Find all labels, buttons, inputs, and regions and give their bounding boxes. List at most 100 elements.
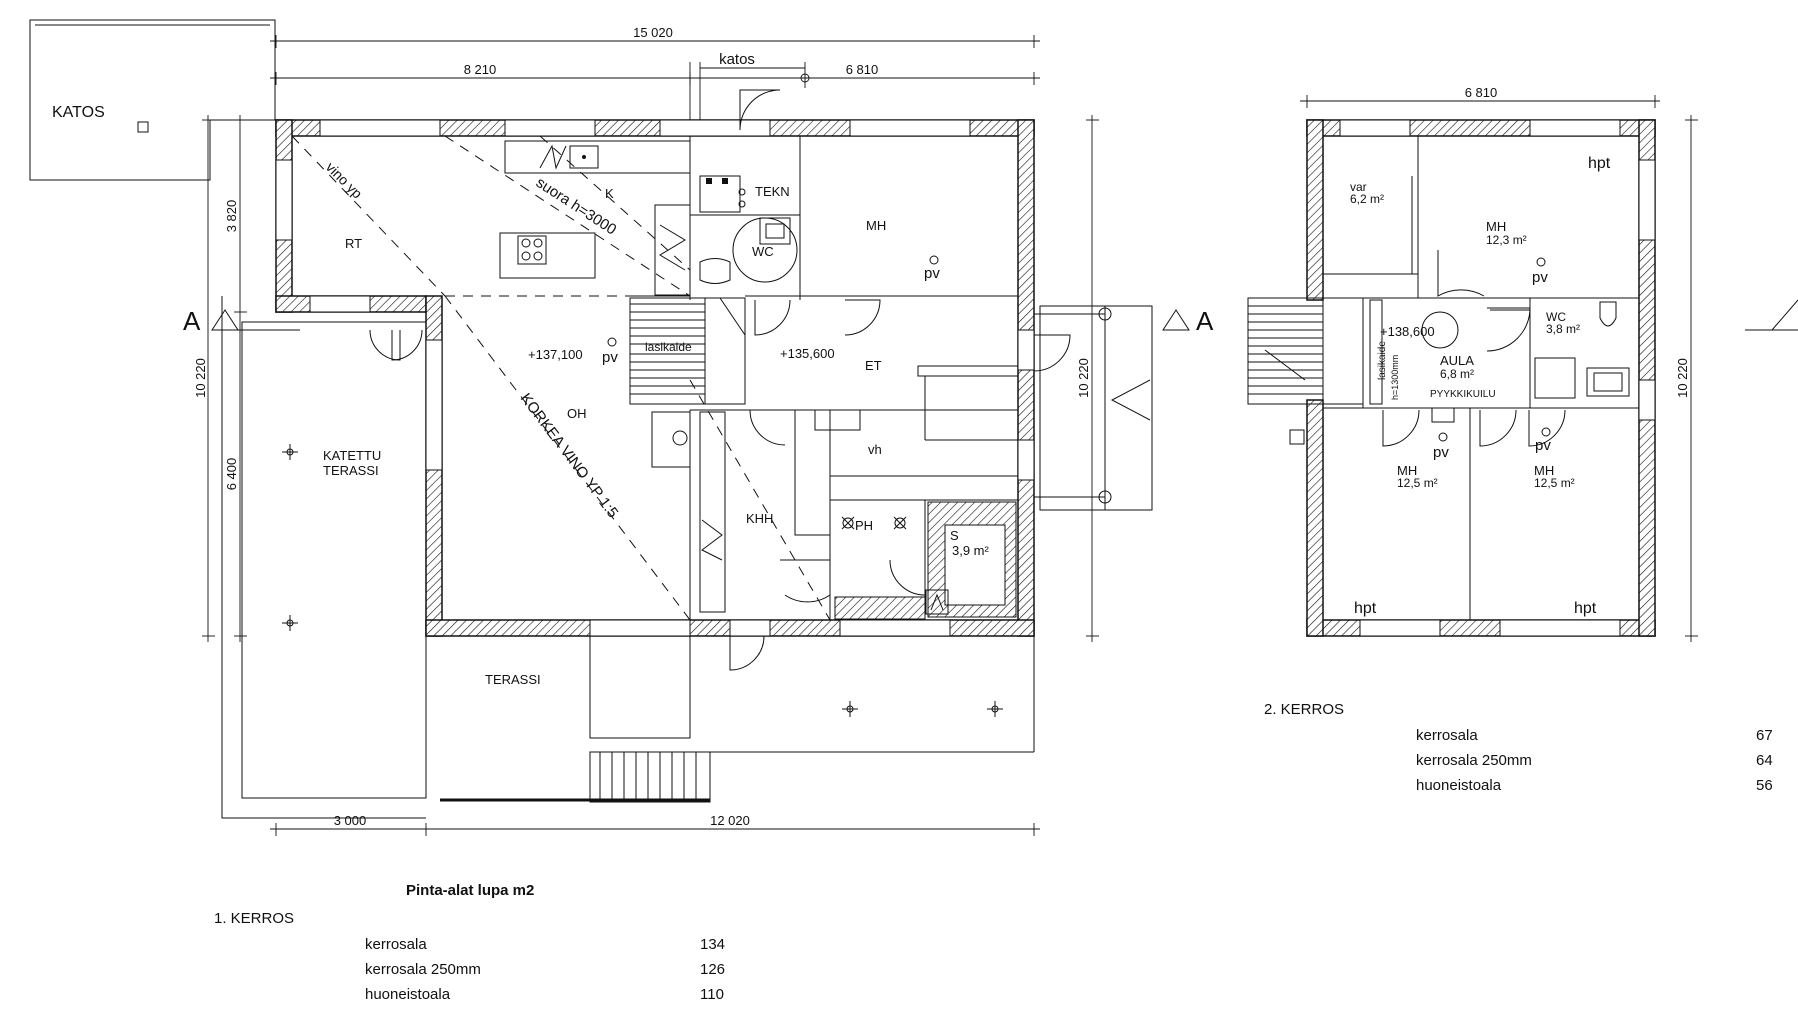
cooktop-icon — [517, 235, 547, 265]
light-marker — [282, 444, 298, 460]
floor1-stairs — [629, 297, 746, 405]
room-label-tekn: TEKN — [755, 184, 790, 199]
hpt-label-mh3: hpt — [1574, 600, 1597, 617]
floor2-row-value: 56 — [1756, 777, 1773, 794]
dim-left-v-top: 3 820 — [224, 200, 239, 233]
room-label-wc2: WC — [1546, 310, 1566, 324]
washbasin-icon — [1586, 367, 1630, 397]
stair-railing-label: lasikaide — [645, 340, 692, 354]
floor1-plan: KATOS — [29, 19, 1214, 819]
room-label-mh2: MH — [1397, 463, 1417, 478]
floor2-areas-title: 2. KERROS — [1264, 701, 1344, 718]
floor2-outer-walls — [1306, 119, 1656, 637]
sauna-stove-icon — [925, 589, 949, 615]
dim-bottom-left: 3 000 — [334, 813, 367, 828]
kitchen-fixtures — [499, 140, 691, 296]
pv-marker-mh3: pv — [1535, 437, 1551, 454]
floor1-row-label: kerrosala — [365, 936, 427, 953]
room-label-wc: WC — [752, 244, 774, 259]
areas-heading: Pinta-alat lupa m2 — [406, 882, 534, 899]
floor2-row-value: 67 — [1756, 727, 1773, 744]
room-label-oh: OH — [567, 406, 587, 421]
pv-marker-mh2: pv — [1433, 444, 1449, 461]
room-label-mh3: MH — [1534, 463, 1554, 478]
level-label-oh: +137,100 — [528, 347, 583, 362]
room-area-var: 6,2 m² — [1350, 192, 1384, 206]
pv-marker-mh1: pv — [1532, 269, 1548, 286]
floor2-row-value: 64 — [1756, 752, 1773, 769]
room-area-mh1: 12,3 m² — [1486, 233, 1527, 247]
hpt-label-mh1: hpt — [1588, 155, 1611, 172]
entry-stairs — [1034, 305, 1153, 511]
floor2-railing-height: h=1300mm — [1390, 355, 1400, 400]
room-area-wc2: 3,8 m² — [1546, 322, 1580, 336]
light-marker — [987, 701, 1003, 717]
shower-icon — [841, 516, 855, 530]
room-label-vh: vh — [868, 442, 882, 457]
floor1-row-value: 110 — [700, 986, 724, 1003]
kitchen-island — [499, 232, 596, 279]
room-label-var: var — [1350, 180, 1367, 194]
pv-marker-mh: pv — [924, 265, 940, 282]
floor2-interior-walls — [1323, 136, 1639, 620]
floor1-row-value: 126 — [700, 961, 725, 978]
room-label-s: S — [950, 528, 959, 543]
washbasin-icon — [759, 217, 791, 245]
floor2-plan: lasikaide h=1300mm var 6,2 m² hpt MH 12,… — [1247, 85, 1798, 642]
floor1-areas-title: 1. KERROS — [214, 910, 294, 927]
toilet-icon — [699, 258, 731, 284]
floor2-row-label: kerrosala — [1416, 727, 1478, 744]
floor2-row-label: kerrosala 250mm — [1416, 752, 1532, 769]
ceiling-lines — [291, 135, 831, 621]
floor2-row-label: huoneistoala — [1416, 777, 1502, 794]
dim-floor2-top: 6 810 — [1465, 85, 1498, 100]
floor2-windows — [1339, 119, 1656, 637]
pyykkikuilu-label: PYYKKIKUILU — [1430, 389, 1496, 400]
level-label-floor2: +138,600 — [1380, 324, 1435, 339]
room-area-s: 3,9 m² — [952, 543, 990, 558]
room-area-mh2: 12,5 m² — [1397, 476, 1438, 490]
floor1-windows — [275, 119, 1035, 637]
floor1-dimensions: 15 020 8 210 6 810 katos 10 220 3 820 6 … — [193, 25, 1099, 836]
annotation-suora: suora h=3000 — [533, 174, 620, 238]
fireplace-icon — [651, 411, 691, 468]
pv-marker-oh: pv — [602, 349, 618, 366]
floor1-row-label: huoneistoala — [365, 986, 451, 1003]
dim-right-v: 10 220 — [1076, 358, 1091, 398]
level-label-et: +135,600 — [780, 346, 835, 361]
floor1-doors — [369, 89, 1071, 671]
dim-right-top: 6 810 — [846, 62, 879, 77]
dim-canopy-label: katos — [719, 51, 755, 68]
hpt-label-mh2: hpt — [1354, 600, 1377, 617]
room-label-et: ET — [865, 358, 882, 373]
room-label-aula: AULA — [1440, 353, 1474, 368]
dim-floor2-right-v: 10 220 — [1675, 358, 1690, 398]
light-marker — [842, 701, 858, 717]
terrace-stairs — [589, 751, 711, 803]
dim-total-top: 15 020 — [633, 25, 673, 40]
room-label-mh1: MH — [1486, 219, 1506, 234]
floor1-row-value: 134 — [700, 936, 725, 953]
post-marker — [137, 121, 149, 133]
room-label-katettu: KATETTU — [323, 448, 381, 463]
room-label-katos: KATOS — [52, 104, 105, 121]
room-area-mh3: 12,5 m² — [1534, 476, 1575, 490]
room-label-k: K — [605, 186, 614, 201]
floor2-railing-label: lasikaide — [1377, 341, 1388, 380]
toilet-icon — [1599, 301, 1617, 327]
area-tables: Pinta-alat lupa m2 1. KERROS kerrosala 1… — [214, 701, 1773, 1003]
shower-icon — [893, 516, 907, 530]
dim-left-v-bottom: 6 400 — [224, 458, 239, 491]
annotation-vino-yp: vino yp — [323, 159, 366, 202]
floor2-stairs — [1247, 297, 1364, 405]
room-label-ph: PH — [855, 518, 873, 533]
covered-terrace — [241, 321, 427, 799]
section-marker-right: A — [1196, 306, 1214, 336]
room-label-khh: KHH — [746, 511, 773, 526]
dim-bottom-right: 12 020 — [710, 813, 750, 828]
dim-left-total: 10 220 — [193, 358, 208, 398]
room-area-aula: 6,8 m² — [1440, 367, 1474, 381]
floor2-doors — [1382, 250, 1566, 447]
light-marker — [282, 615, 298, 631]
